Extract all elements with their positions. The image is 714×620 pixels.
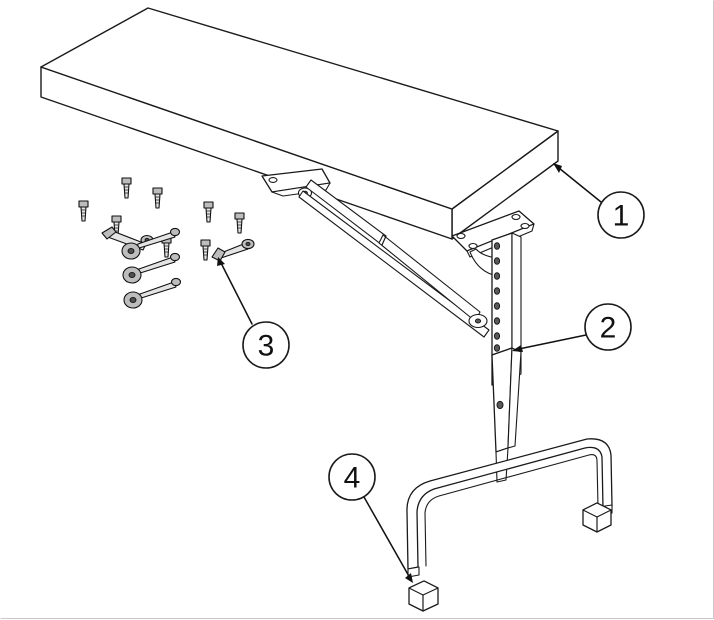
knob-bolt-3: [123, 277, 182, 309]
mount-plate-hole-1: [456, 232, 466, 240]
hardware-bolt-callout3: [211, 238, 255, 262]
callout-4-label: 4: [344, 462, 361, 495]
screw-6: [234, 212, 245, 234]
mount-plate-hole-2: [511, 213, 521, 221]
foot-cap-left: [408, 580, 439, 612]
support-arm-clevis-pin: [474, 318, 482, 324]
telescoping-column: [491, 232, 522, 483]
bracket-hole-left: [268, 177, 278, 183]
support-arm-upper-rail: [298, 190, 490, 338]
callout-1-label: 1: [613, 200, 630, 233]
screw-2: [121, 177, 132, 199]
foot-cap-left-top: [408, 580, 439, 596]
base-frame: [406, 438, 613, 578]
callout-1[interactable]: 1: [597, 191, 645, 239]
leader-2: [513, 334, 587, 351]
leader-1: [553, 163, 602, 203]
callout-2-circle[interactable]: [584, 303, 632, 351]
callout-1-circle[interactable]: [597, 191, 645, 239]
foot-cap-right-top: [582, 502, 612, 518]
arrowhead-4: [405, 573, 413, 583]
mount-plate-hole-4: [468, 242, 478, 250]
callout-2[interactable]: 2: [584, 303, 632, 351]
mount-plate-hole-3: [520, 222, 530, 230]
knob-bolt-2: [122, 252, 181, 284]
screw-8: [200, 239, 211, 261]
column-lower-hole: [496, 400, 504, 410]
callout-3-label: 3: [258, 330, 275, 363]
hardware-group: [78, 177, 255, 309]
callout-3[interactable]: 3: [242, 321, 290, 369]
callout-2-label: 2: [600, 312, 617, 345]
table-top-face: [40, 7, 559, 210]
arrowhead-3: [217, 257, 225, 266]
leader-4: [363, 496, 411, 579]
screw-5: [203, 201, 214, 223]
arrowhead-1: [553, 163, 562, 173]
screw-1: [78, 200, 89, 222]
callout-3-circle[interactable]: [242, 321, 290, 369]
foot-cap-right: [582, 502, 612, 533]
column-adjustment-holes: [493, 242, 501, 352]
column-upper-side: [511, 232, 522, 379]
leader-lines: [217, 163, 602, 583]
base-tube-outline: [406, 438, 613, 570]
knob-bolt-1: [121, 227, 181, 260]
screw-3: [152, 187, 163, 209]
arrowhead-2: [512, 345, 523, 352]
callout-4[interactable]: 4: [328, 453, 376, 501]
leader-3: [219, 260, 253, 325]
tilt-support-arm: [298, 179, 490, 338]
table-top-panel: [40, 7, 559, 240]
callout-4-circle[interactable]: [328, 453, 376, 501]
